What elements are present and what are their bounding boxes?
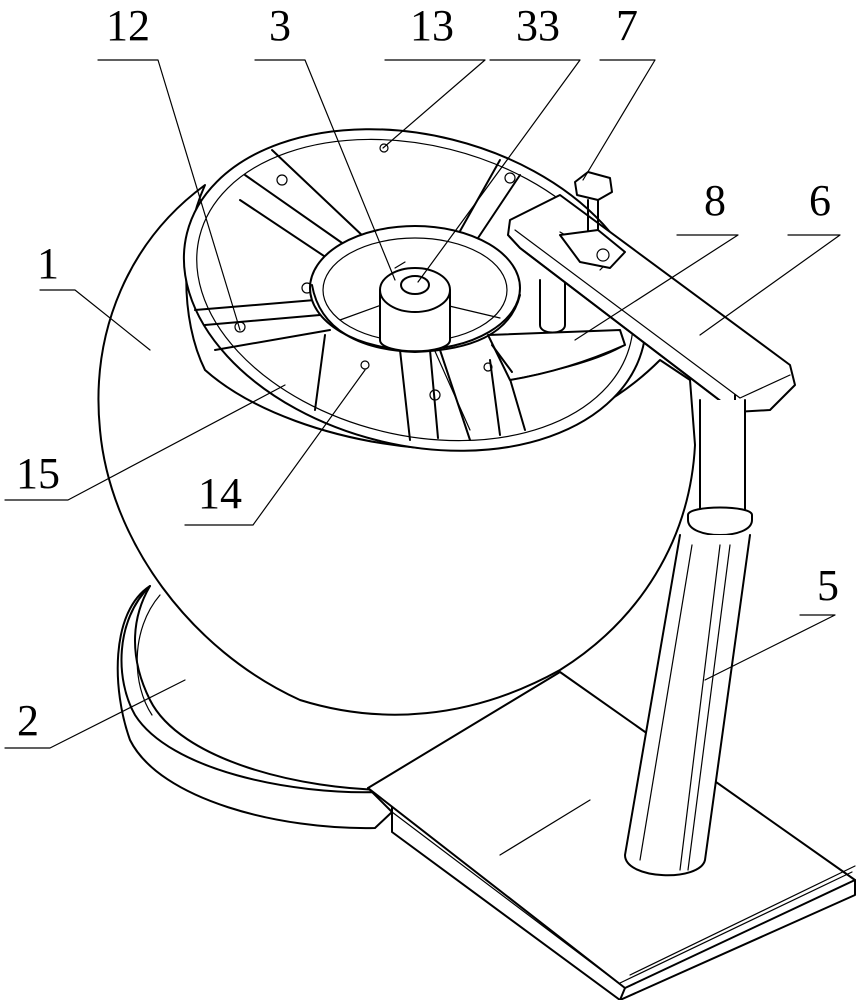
label-6: 6 [809, 176, 831, 225]
stand-plate [367, 671, 856, 1000]
label-1: 1 [37, 239, 59, 288]
leader-lines [4, 59, 841, 749]
label-33: 33 [516, 1, 560, 50]
label-15: 15 [16, 449, 60, 498]
label-2: 2 [17, 696, 39, 745]
label-5: 5 [817, 561, 839, 610]
label-7: 7 [616, 1, 638, 50]
label-13: 13 [410, 1, 454, 50]
label-8: 8 [704, 176, 726, 225]
arm-connector [487, 279, 626, 381]
reference-labels: 12 3 13 33 7 8 6 1 15 14 2 5 [16, 1, 839, 745]
label-12: 12 [106, 1, 150, 50]
central-shaft [379, 261, 451, 353]
support-column [624, 399, 753, 877]
label-14: 14 [198, 469, 242, 518]
base-plate [116, 585, 393, 830]
label-3: 3 [269, 1, 291, 50]
